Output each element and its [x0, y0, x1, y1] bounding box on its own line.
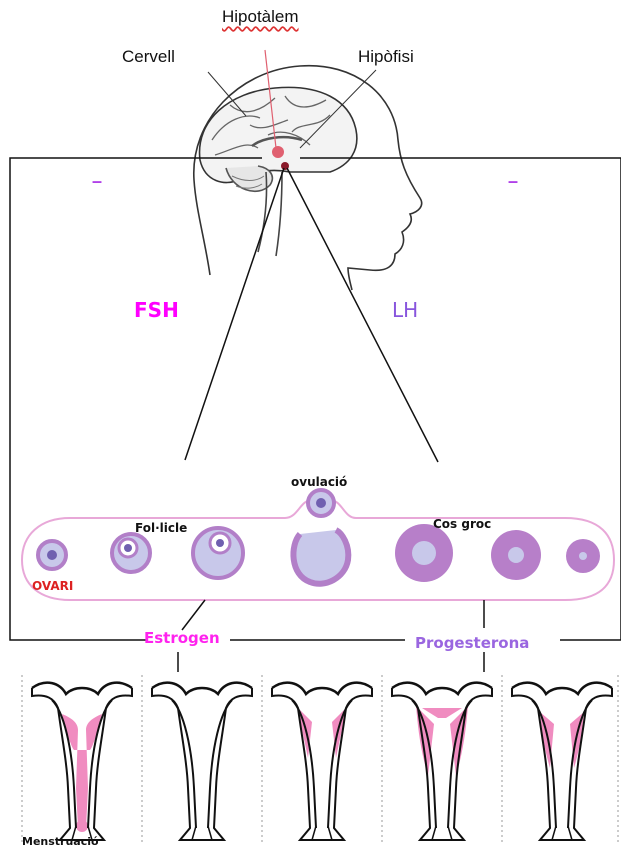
uterus-4: [392, 683, 492, 840]
hipofisi-label: Hipòfisi: [358, 48, 414, 65]
negative-feedback-left: –: [92, 172, 102, 190]
follicle-stages: [38, 490, 600, 584]
cos-groc-label: Cos groc: [433, 518, 491, 530]
negative-feedback-right: –: [508, 172, 518, 190]
ovari-label: OVARI: [32, 580, 73, 592]
cerebellum: [226, 166, 272, 191]
uterus-1-menstruation: [32, 683, 132, 840]
lh-label: LH: [392, 300, 418, 320]
fsh-label: FSH: [134, 300, 179, 320]
ovulacio-label: ovulació: [291, 476, 347, 488]
progesterona-label: Progesterona: [415, 636, 529, 651]
head-brain-illustration: [194, 66, 422, 290]
hypothalamus-marker: [272, 146, 284, 158]
menstruacio-label: Menstruació: [22, 836, 99, 847]
uterus-3: [272, 683, 372, 840]
hipotalem-label: Hipotàlem: [222, 8, 299, 25]
cervell-label: Cervell: [122, 48, 175, 65]
fsh-line: [185, 168, 284, 460]
follicle-to-estrogen: [182, 600, 205, 630]
uterus-2: [152, 683, 252, 840]
estrogen-label: Estrogen: [144, 631, 220, 646]
uterus-5: [512, 683, 612, 840]
folicle-label: Fol·licle: [135, 522, 187, 534]
